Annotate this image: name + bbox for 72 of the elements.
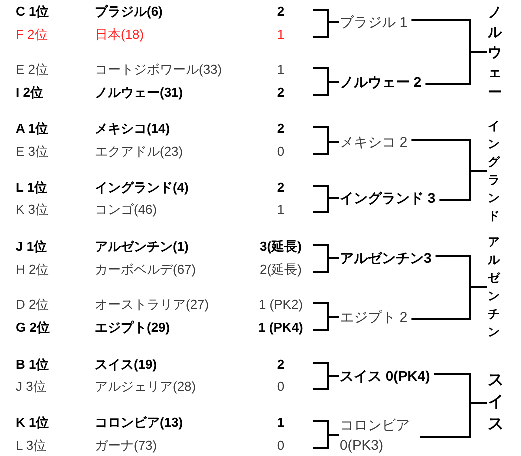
match-score: 1 [276, 414, 286, 432]
group-rank: A 1位 [16, 120, 50, 138]
bracket-line [313, 316, 339, 331]
match-score: 1 [276, 201, 286, 219]
bracket-line [313, 21, 339, 38]
group-rank: D 2位 [16, 296, 50, 314]
team-result: アルゼンチン3 [340, 248, 432, 268]
group-rank: J 1位 [16, 238, 48, 256]
team-result: イングランド 3 [340, 188, 436, 208]
group-rank: J 3位 [16, 378, 48, 396]
match-score: 1 (PK2) [258, 296, 304, 314]
match-score: 0 [276, 437, 286, 455]
team-name: ノルウェー(31) [95, 84, 184, 102]
vertical-team-name: ノルウェー [488, 2, 502, 102]
team-name: コンゴ(46) [95, 201, 158, 219]
bracket-line [313, 257, 339, 273]
group-rank: H 2位 [16, 261, 50, 279]
group-rank: I 2位 [16, 84, 44, 102]
team-name: カーボベルデ(67) [95, 261, 198, 279]
group-rank: C 1位 [16, 3, 50, 21]
group-rank: E 3位 [16, 143, 50, 161]
team-result: スイス 0(PK4) [340, 366, 430, 386]
match-score: 2 [276, 3, 286, 21]
vertical-team-name: イングランド [488, 117, 500, 225]
vertical-team-name: アルゼンチン [488, 233, 500, 341]
group-rank: L 1位 [16, 179, 49, 197]
match-score: 2 [276, 179, 286, 197]
group-rank: K 3位 [16, 201, 50, 219]
match-score: 2 [276, 84, 286, 102]
match-score: 1 [276, 61, 286, 79]
match-score: 1 [276, 26, 286, 44]
match-score: 0 [276, 378, 286, 396]
team-result: ブラジル 1 [340, 12, 408, 32]
bracket-line [420, 402, 487, 438]
team-name: エジプト(29) [95, 319, 172, 337]
team-result: コロンビア 0(PK3) [340, 415, 416, 455]
match-score: 2 [276, 356, 286, 374]
bracket-line [440, 170, 487, 201]
bracket-line [313, 141, 339, 155]
team-name: ブラジル(6) [95, 3, 164, 21]
bracket-line [313, 434, 339, 449]
group-rank: F 2位 [16, 26, 49, 44]
team-name: コートジボワール(33) [95, 61, 224, 79]
team-result: メキシコ 2 [340, 132, 408, 152]
match-score: 2 [276, 120, 286, 138]
team-name: アルジェリア(28) [95, 378, 198, 396]
bracket-line [313, 375, 339, 390]
bracket-line [412, 286, 487, 320]
team-name: スイス(19) [95, 356, 158, 374]
match-score: 3(延長) [259, 238, 303, 256]
group-rank: G 2位 [16, 319, 51, 337]
team-name: コロンビア(13) [95, 414, 184, 432]
bracket-line [313, 81, 339, 96]
vertical-team-name: スイス [488, 370, 504, 436]
team-name: エクアドル(23) [95, 143, 184, 161]
team-name: イングランド(4) [95, 179, 190, 197]
group-rank: L 3位 [16, 437, 48, 455]
team-name: オーストラリア(27) [95, 296, 210, 314]
match-score: 0 [276, 143, 286, 161]
team-name: メキシコ(14) [95, 120, 172, 138]
team-name: アルゼンチン(1) [95, 238, 190, 256]
group-rank: K 1位 [16, 414, 50, 432]
team-result: エジプト 2 [340, 307, 408, 327]
team-name: 日本(18) [95, 26, 146, 44]
team-result: ノルウェー 2 [340, 72, 422, 92]
group-rank: E 2位 [16, 61, 50, 79]
match-score: 1 (PK4) [258, 319, 304, 337]
match-score: 2(延長) [259, 261, 303, 279]
bracket-line [426, 51, 487, 85]
group-rank: B 1位 [16, 356, 50, 374]
team-name: ガーナ(73) [95, 437, 158, 455]
bracket-line [313, 197, 339, 213]
